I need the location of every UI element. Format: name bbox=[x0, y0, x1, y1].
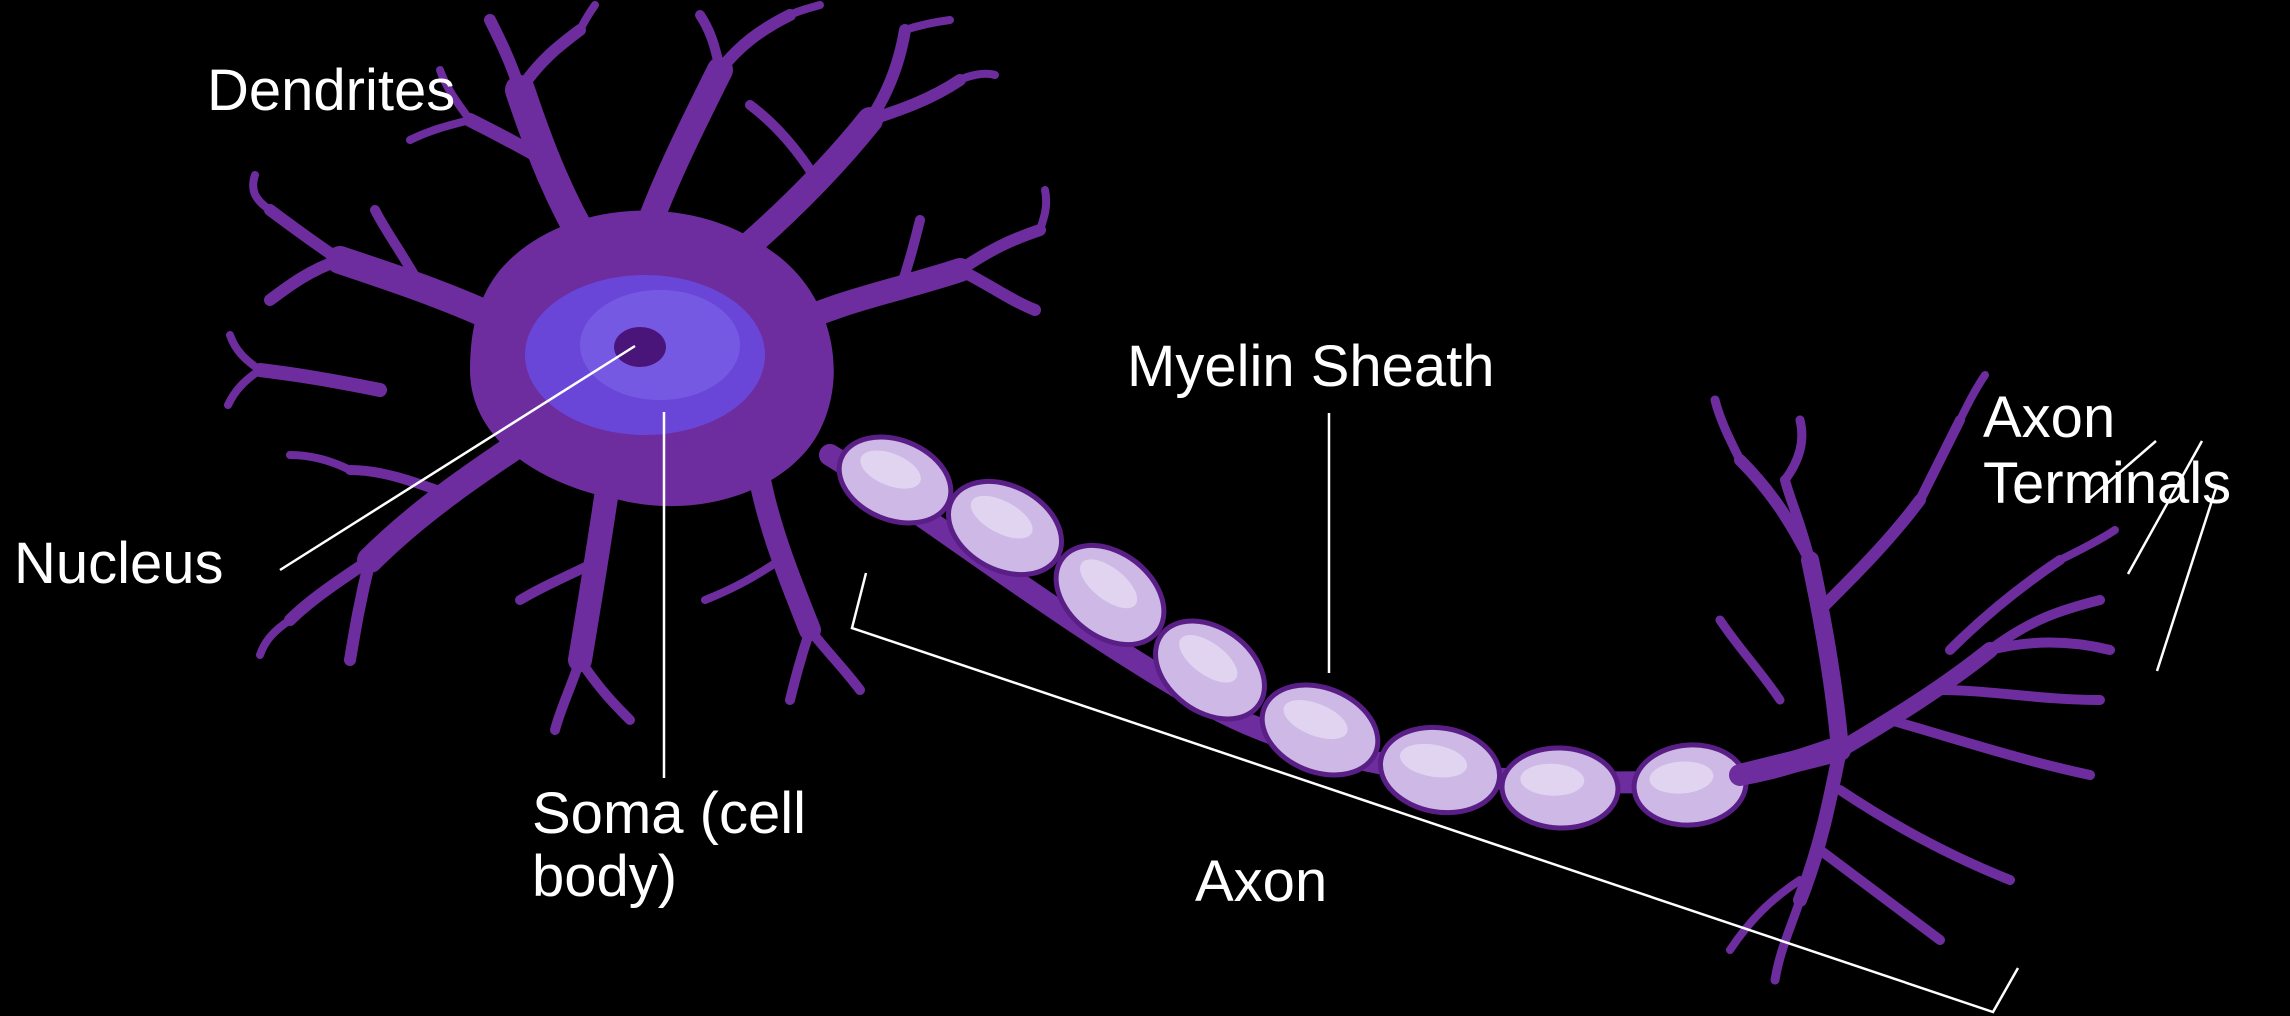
axon-terminals-label-line2: Terminals bbox=[1983, 455, 2231, 513]
nucleus-label: Nucleus bbox=[14, 535, 224, 593]
dendrites-label: Dendrites bbox=[207, 62, 455, 120]
nucleus-shape bbox=[614, 327, 666, 367]
soma-label-line2: body) bbox=[532, 848, 677, 906]
soma-label-line1: Soma (cell bbox=[532, 785, 806, 843]
axon-terminals-label-line1: Axon bbox=[1983, 389, 2115, 447]
myelin-sheath-label: Myelin Sheath bbox=[1127, 338, 1495, 396]
axon-label: Axon bbox=[1195, 853, 1327, 911]
